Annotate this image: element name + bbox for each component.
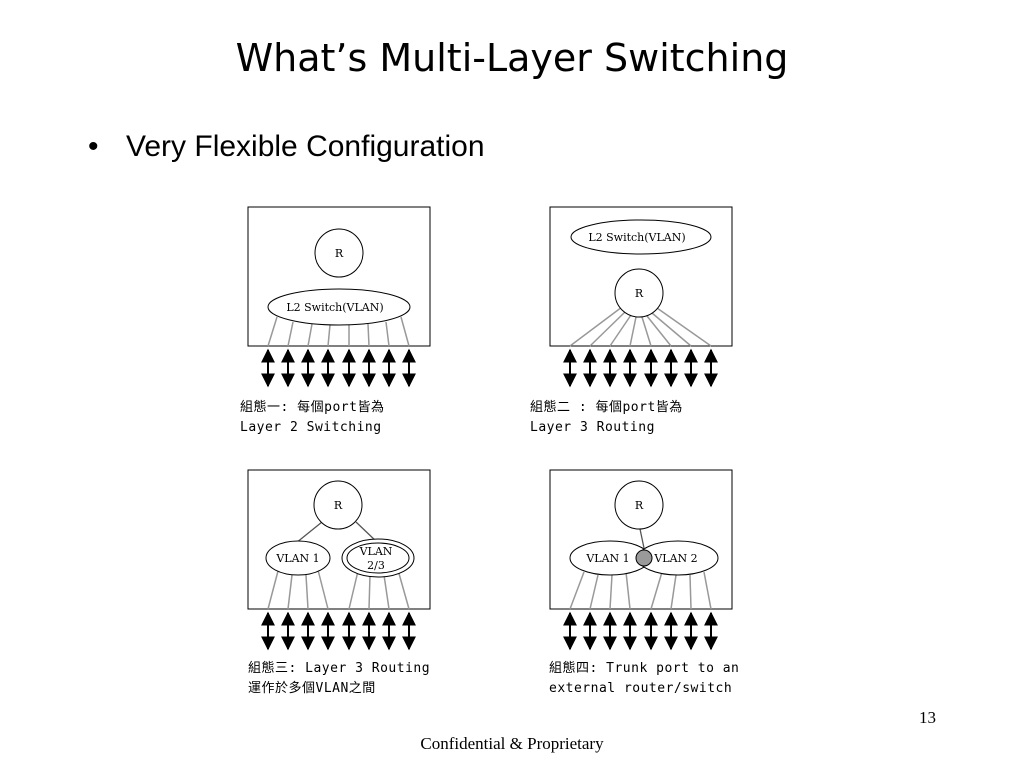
slide-title: What’s Multi-Layer Switching bbox=[235, 36, 789, 80]
panel-3-router bbox=[313, 480, 363, 530]
bullet-text: Very Flexible Configuration bbox=[126, 130, 485, 163]
panel-3-vlan1 bbox=[265, 540, 331, 576]
panel-4: R VLAN 1 VLAN 2 組態四: Trunk port to an bbox=[549, 469, 739, 696]
panel-1-frame bbox=[247, 206, 431, 347]
panel-3-vlan23-label-line2: 2/3 bbox=[367, 559, 385, 572]
panel-2-router-label: R bbox=[635, 287, 644, 300]
panel-4-vlan1-label: VLAN 1 bbox=[585, 552, 629, 565]
panel-2-router bbox=[614, 268, 664, 318]
panel-1-switch bbox=[267, 288, 411, 326]
panel-2-switch bbox=[570, 219, 712, 255]
panel-4-caption-line1: 組態四: Trunk port to an bbox=[549, 660, 739, 676]
panel-4-port-arrows bbox=[563, 611, 718, 651]
panel-2-port-arrows bbox=[563, 348, 718, 388]
panel-4-vlan2-label: VLAN 2 bbox=[653, 552, 697, 565]
page-number: 13 bbox=[919, 708, 936, 727]
panel-2-frame bbox=[549, 206, 733, 347]
panel-1-port-lines bbox=[267, 316, 410, 347]
panel-1-caption-line1: 組態一: 每個port皆為 bbox=[240, 399, 384, 415]
panel-3-vlan1-label: VLAN 1 bbox=[275, 552, 319, 565]
panel-3-vlan23-label-line1: VLAN bbox=[359, 545, 393, 558]
panel-1-port-arrows bbox=[261, 348, 416, 388]
panel-4-router bbox=[614, 480, 664, 530]
panel-4-frame bbox=[549, 469, 733, 610]
panel-3-port-lines bbox=[267, 569, 410, 610]
bullet-dot: • bbox=[88, 130, 99, 163]
panel-4-caption-line2: external router/switch bbox=[549, 681, 732, 696]
bullet-item: • Very Flexible Configuration bbox=[88, 130, 485, 164]
panel-3-caption-line2: 運作於多個VLAN之間 bbox=[248, 680, 376, 696]
panel-4-port-lines bbox=[569, 571, 712, 610]
panel-2-caption-line1: 組態二 : 每個port皆為 bbox=[530, 399, 683, 415]
panel-1-switch-label: L2 Switch(VLAN) bbox=[286, 301, 383, 314]
panel-4-trunk-port bbox=[635, 549, 653, 567]
panel-1-router-label: R bbox=[335, 247, 344, 260]
panel-3-vlan23-inner bbox=[346, 542, 410, 574]
panel-3-port-arrows bbox=[261, 611, 416, 651]
panel-1-caption-line2: Layer 2 Switching bbox=[240, 420, 382, 435]
panel-2-port-lines bbox=[569, 306, 712, 347]
panel-2-caption-line2: Layer 3 Routing bbox=[530, 420, 655, 435]
panel-3-frame bbox=[247, 469, 431, 610]
panel-4-trunk-line bbox=[639, 528, 645, 549]
panel-3: R VLAN 1 VLAN 2/3 組態三: Layer 3 Routin bbox=[247, 469, 431, 696]
panel-2-switch-label: L2 Switch(VLAN) bbox=[588, 231, 685, 244]
footer-text: Confidential & Proprietary bbox=[420, 734, 604, 753]
panel-1: R L2 Switch(VLAN) 組態一: 每個port皆為 Layer 2 … bbox=[240, 206, 431, 435]
panel-3-router-label: R bbox=[334, 499, 343, 512]
panel-2: L2 Switch(VLAN) R 組態二 : 每個port皆為 Layer 3… bbox=[530, 206, 733, 435]
panel-4-router-label: R bbox=[635, 499, 644, 512]
panel-1-router bbox=[314, 228, 364, 278]
panel-3-caption-line1: 組態三: Layer 3 Routing bbox=[248, 660, 430, 676]
